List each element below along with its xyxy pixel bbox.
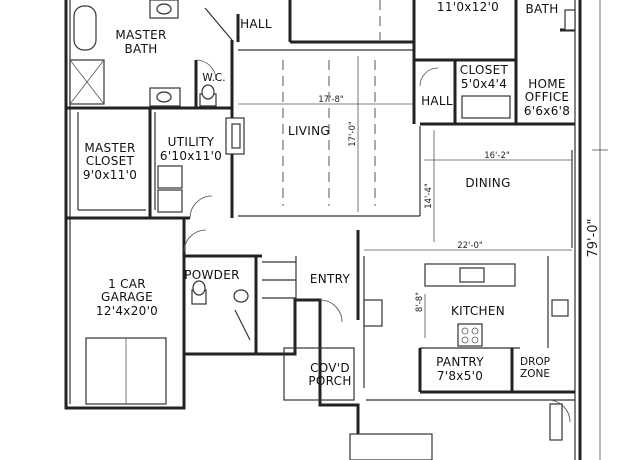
burner bbox=[471, 327, 479, 335]
fireplace-inner bbox=[231, 123, 241, 149]
garage-label: GARAGE bbox=[101, 290, 153, 304]
pantry-label: PANTRY bbox=[436, 355, 484, 369]
living-label: LIVING bbox=[288, 124, 330, 138]
utility-label: UTILITY bbox=[168, 135, 215, 149]
door-swing bbox=[183, 229, 207, 253]
kitchen-label: KITCHEN bbox=[451, 304, 505, 318]
door-swing bbox=[319, 299, 343, 323]
burner bbox=[461, 336, 469, 344]
door-swing bbox=[189, 195, 213, 219]
garage-size: 12'4x20'0 bbox=[96, 304, 158, 318]
closet-shelf bbox=[461, 95, 511, 119]
utility-size: 6'10x11'0 bbox=[160, 149, 222, 163]
dining-width-dimension: 16'-2" bbox=[484, 151, 510, 161]
washer bbox=[157, 165, 183, 189]
home-office-label: OFFICE bbox=[525, 90, 570, 104]
porch-label: PORCH bbox=[308, 374, 351, 388]
dimension-labels: 17'-8" 17'-0" 16'-2" 14'-4" 22'-0" 8'-8"… bbox=[318, 95, 601, 312]
master-closet-utility bbox=[66, 108, 245, 220]
powder-entry bbox=[184, 230, 360, 354]
entry-label: ENTRY bbox=[310, 272, 351, 286]
porch-area bbox=[283, 347, 433, 460]
pantry-size: 7'8x5'0 bbox=[437, 369, 483, 383]
porch-outline bbox=[283, 347, 355, 401]
shower-mark bbox=[69, 59, 105, 105]
sink bbox=[156, 3, 172, 15]
closet-label: CLOSET bbox=[460, 63, 509, 77]
wall-oven bbox=[551, 299, 569, 317]
powder-sink bbox=[233, 289, 249, 303]
home-office-label: HOME bbox=[528, 77, 566, 91]
bedroom-size: 11'0x12'0 bbox=[437, 0, 499, 14]
bench bbox=[549, 403, 563, 441]
kitchen-area bbox=[363, 249, 572, 388]
kitchen-depth-dimension: 8'-8" bbox=[415, 292, 425, 312]
overall-dimension bbox=[592, 0, 608, 460]
room-labels: MASTER BATH HALL 11'0x12'0 BATH W.C. CLO… bbox=[83, 0, 570, 388]
cooktop bbox=[457, 323, 483, 347]
door-swing bbox=[547, 399, 571, 423]
closet-size: 5'0x4'4 bbox=[461, 77, 507, 91]
toilet bbox=[192, 280, 206, 296]
master-closet-size: 9'0x11'0 bbox=[83, 168, 137, 182]
bath-label: BATH bbox=[525, 2, 558, 16]
dryer bbox=[157, 189, 183, 213]
drop-zone-label: ZONE bbox=[520, 368, 550, 380]
dining-depth-dimension: 14'-4" bbox=[424, 183, 434, 209]
sink bbox=[156, 91, 172, 103]
toilet bbox=[201, 84, 215, 100]
living-area bbox=[238, 49, 421, 217]
pantry-drop-zone bbox=[366, 348, 575, 441]
garage-area bbox=[85, 218, 207, 408]
drop-zone-label: DROP bbox=[520, 356, 550, 368]
cabinet-line bbox=[234, 309, 251, 341]
overall-depth-dimension: 79'-0" bbox=[586, 218, 601, 257]
master-closet-label: CLOSET bbox=[86, 154, 135, 168]
master-bath-label: MASTER bbox=[115, 28, 166, 42]
home-office-size: 6'6x6'8 bbox=[524, 104, 570, 118]
bath-fixture bbox=[564, 9, 576, 31]
closet-office bbox=[412, 60, 575, 126]
master-bath-area bbox=[66, 0, 234, 110]
door-swing bbox=[195, 59, 217, 81]
refrigerator bbox=[363, 299, 383, 327]
burner bbox=[471, 336, 479, 344]
master-closet-label: MASTER bbox=[84, 141, 135, 155]
door-swing bbox=[419, 67, 439, 87]
island-sink bbox=[459, 267, 485, 283]
hall-label: HALL bbox=[421, 94, 453, 108]
hall-label: HALL bbox=[240, 17, 272, 31]
top-hall-bedroom bbox=[236, 0, 576, 62]
wall bbox=[204, 7, 233, 41]
porch-label: COV'D bbox=[310, 361, 350, 375]
master-bath-label: BATH bbox=[124, 42, 157, 56]
kitchen-width-dimension: 22'-0" bbox=[457, 241, 483, 251]
front-step bbox=[349, 433, 433, 460]
exterior-wall-left bbox=[64, 0, 360, 460]
wc-label: W.C. bbox=[202, 72, 225, 84]
dining-label: DINING bbox=[465, 176, 510, 190]
burner bbox=[461, 327, 469, 335]
bathtub bbox=[73, 5, 97, 51]
living-width-dimension: 17'-8" bbox=[318, 95, 344, 105]
living-depth-dimension: 17'-0" bbox=[348, 121, 358, 147]
dining-area bbox=[424, 130, 573, 248]
powder-label: POWDER bbox=[184, 268, 240, 282]
garage-label: 1 CAR bbox=[108, 277, 146, 291]
